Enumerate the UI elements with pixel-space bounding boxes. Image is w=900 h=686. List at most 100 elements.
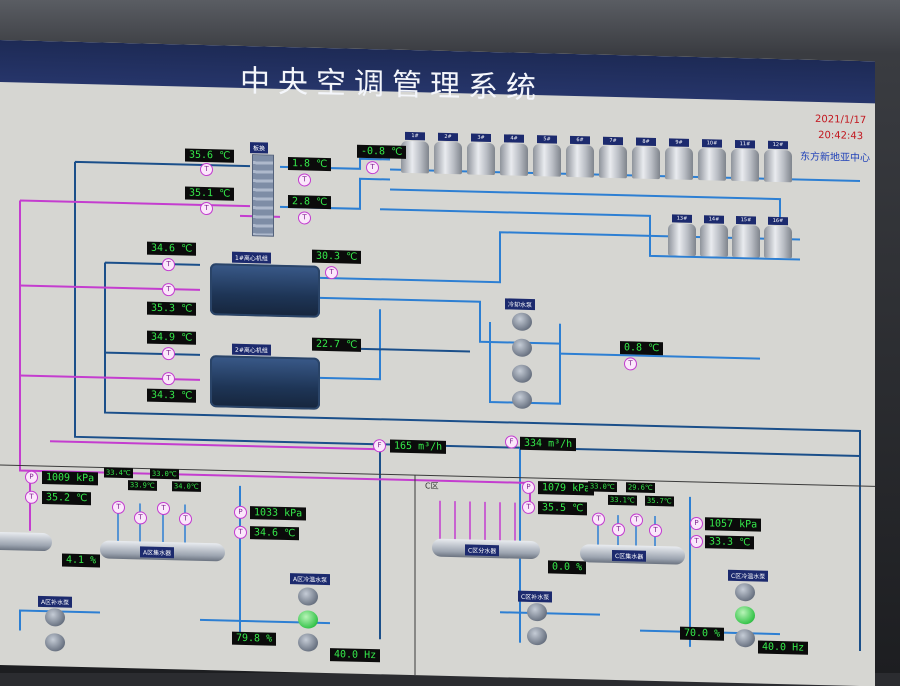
cooling-tower-body — [533, 144, 561, 177]
zone-c-circ-pump-3[interactable] — [735, 628, 755, 648]
zone-c-branch-temp-3: 29.6℃ — [626, 482, 655, 494]
cooling-tower[interactable]: 14# — [699, 215, 729, 258]
temp-sensor[interactable]: T — [134, 511, 147, 525]
zone-c-circ-pump-label: C区冷温水泵 — [728, 569, 769, 582]
cooling-pump-2[interactable] — [512, 338, 532, 358]
zone-c-return-temp: 33.3 ℃ — [705, 535, 755, 550]
temp-sensor[interactable]: T — [630, 513, 643, 527]
temp-sensor[interactable]: T — [179, 512, 192, 526]
pressure-sensor[interactable]: P — [234, 505, 247, 520]
temp-sensor[interactable]: T — [592, 512, 605, 526]
temp-sensor[interactable]: T — [162, 371, 175, 386]
chiller-2[interactable] — [210, 355, 320, 410]
cooling-tower-label: 16# — [768, 216, 788, 226]
cooling-tower-label: 8# — [636, 137, 656, 147]
cooling-tower-label: 10# — [702, 139, 722, 148]
temp-sensor[interactable]: T — [690, 534, 703, 549]
pressure-sensor[interactable]: P — [690, 516, 703, 531]
zone-a-branch-temp-1: 33.4℃ — [104, 467, 133, 479]
cooling-tower[interactable]: 9# — [664, 138, 694, 181]
zone-a-supply-temp: 35.2 ℃ — [42, 491, 92, 506]
zone-a-branch-temp-4: 34.0℃ — [172, 481, 201, 492]
flow-rate-1: 165 m³/h — [390, 439, 447, 454]
cooling-tower[interactable]: 7# — [598, 136, 628, 180]
temp-sensor[interactable]: T — [112, 500, 125, 515]
cooling-pump-1[interactable] — [512, 312, 532, 332]
cooling-pump-3[interactable] — [512, 364, 532, 384]
zone-c-branch-temp-1: 33.0℃ — [588, 481, 617, 493]
pipe-network — [0, 157, 875, 676]
zone-a-circ-pump-2[interactable] — [298, 610, 318, 629]
cooling-tower-label: 5# — [537, 135, 557, 144]
temp-sensor[interactable]: T — [298, 173, 311, 187]
zone-a-fill-pump-2[interactable] — [45, 633, 65, 652]
zone-a-circ-pump-3[interactable] — [298, 633, 318, 652]
cooling-tower[interactable]: 6# — [565, 135, 595, 179]
cooling-tower[interactable]: 4# — [499, 134, 529, 177]
zone-a-distributor[interactable] — [0, 531, 52, 552]
temp-sensor[interactable]: T — [325, 265, 338, 280]
cooling-tower-label: 4# — [504, 134, 524, 143]
cooling-tower[interactable]: 10# — [697, 139, 727, 182]
cooling-tower-body — [700, 224, 728, 257]
temp-sensor[interactable]: T — [25, 490, 38, 504]
chiller-1[interactable] — [210, 263, 320, 318]
temp-sensor[interactable]: T — [200, 162, 213, 177]
zone-a-fill-pump-1[interactable] — [45, 608, 65, 627]
plate-heat-exchanger[interactable] — [252, 154, 274, 237]
cooling-tower[interactable]: 15# — [731, 215, 761, 259]
temp-sensor[interactable]: T — [366, 160, 379, 175]
temp-sensor[interactable]: T — [234, 525, 247, 540]
cooling-tower-label: 6# — [570, 135, 590, 145]
flow-sensor[interactable]: F — [373, 439, 386, 453]
zone-a-dist-valve: 4.1 % — [62, 553, 101, 568]
hx-out-top-temp: 1.8 ℃ — [288, 157, 332, 172]
cooling-tower[interactable]: 3# — [466, 133, 496, 176]
zone-a-supply-pressure: 1009 kPa — [42, 471, 99, 486]
chiller1-ret-temp: 35.3 ℃ — [147, 301, 197, 316]
cooling-tower[interactable]: 13# — [667, 214, 697, 257]
cooling-tower[interactable]: 16# — [763, 216, 793, 260]
zone-c-fill-pump-1[interactable] — [527, 602, 547, 622]
temp-sensor[interactable]: T — [200, 201, 213, 216]
chiller1-out-temp: 30.3 ℃ — [312, 249, 362, 264]
cooling-tower-body — [732, 224, 760, 258]
cooling-tower[interactable]: 11# — [730, 139, 760, 183]
cooling-tower[interactable]: 8# — [631, 137, 661, 180]
cooling-pump-4[interactable] — [512, 390, 532, 410]
pressure-sensor[interactable]: P — [25, 470, 38, 484]
cooling-return-temp: 0.8 ℃ — [620, 341, 664, 356]
temp-sensor[interactable]: T — [649, 523, 662, 538]
temp-sensor[interactable]: T — [298, 211, 311, 225]
temp-sensor[interactable]: T — [612, 522, 625, 537]
cooling-tower[interactable]: 2# — [433, 132, 463, 176]
cooling-tower-label: 7# — [603, 136, 623, 146]
hx-in-bot-temp: 35.1 ℃ — [185, 186, 235, 201]
cooling-tower[interactable]: 12# — [763, 140, 793, 184]
cooling-tower-label: 15# — [736, 215, 756, 225]
chiller1-in-temp: 34.6 ℃ — [147, 241, 197, 256]
temp-sensor[interactable]: T — [157, 501, 170, 516]
temp-sensor[interactable]: T — [522, 500, 535, 515]
zone-c-circ-pump-1[interactable] — [735, 582, 755, 602]
zone-c-fill-pump-2[interactable] — [527, 626, 547, 646]
zone-c-supply-pressure: 1079 kPa — [538, 481, 595, 496]
zone-c-circ-pump-2[interactable] — [735, 605, 755, 625]
zone-a-fill-pump-label: A区补水泵 — [38, 595, 73, 608]
temp-sensor[interactable]: T — [162, 282, 175, 297]
temp-sensor[interactable]: T — [162, 346, 175, 361]
cooling-tower-body — [698, 148, 726, 181]
cooling-tower-body — [665, 147, 693, 180]
temp-sensor[interactable]: T — [162, 257, 175, 272]
zone-c-fill-pump-label: C区补水泵 — [518, 590, 553, 603]
pressure-sensor[interactable]: P — [522, 480, 535, 495]
temp-sensor[interactable]: T — [624, 357, 637, 371]
zone-a-circ-pump-1[interactable] — [298, 587, 318, 606]
cooling-tower-label: 13# — [672, 214, 692, 223]
cooling-tower[interactable]: 5# — [532, 135, 562, 178]
cooling-tower-body — [731, 148, 759, 182]
flow-sensor[interactable]: F — [505, 435, 518, 449]
plate-hx-label: 板换 — [250, 142, 269, 154]
chiller2-ret-temp: 34.3 ℃ — [147, 388, 197, 403]
flow-rate-2: 334 m³/h — [520, 436, 577, 452]
